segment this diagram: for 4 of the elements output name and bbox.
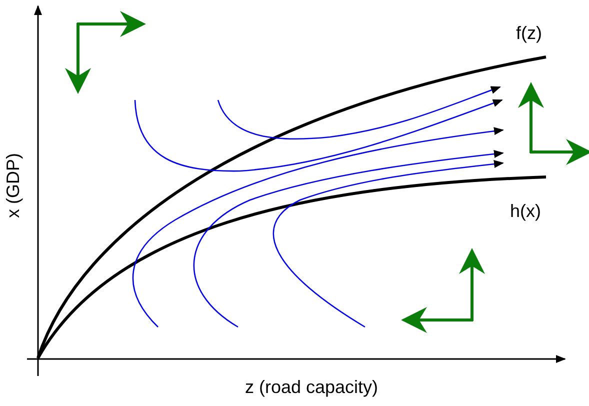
axis-label: x (GDP) — [4, 153, 22, 218]
axis-label: z (road capacity) — [245, 378, 378, 396]
curve-label: f(z) — [516, 24, 542, 42]
curve-label: h(x) — [510, 202, 541, 220]
